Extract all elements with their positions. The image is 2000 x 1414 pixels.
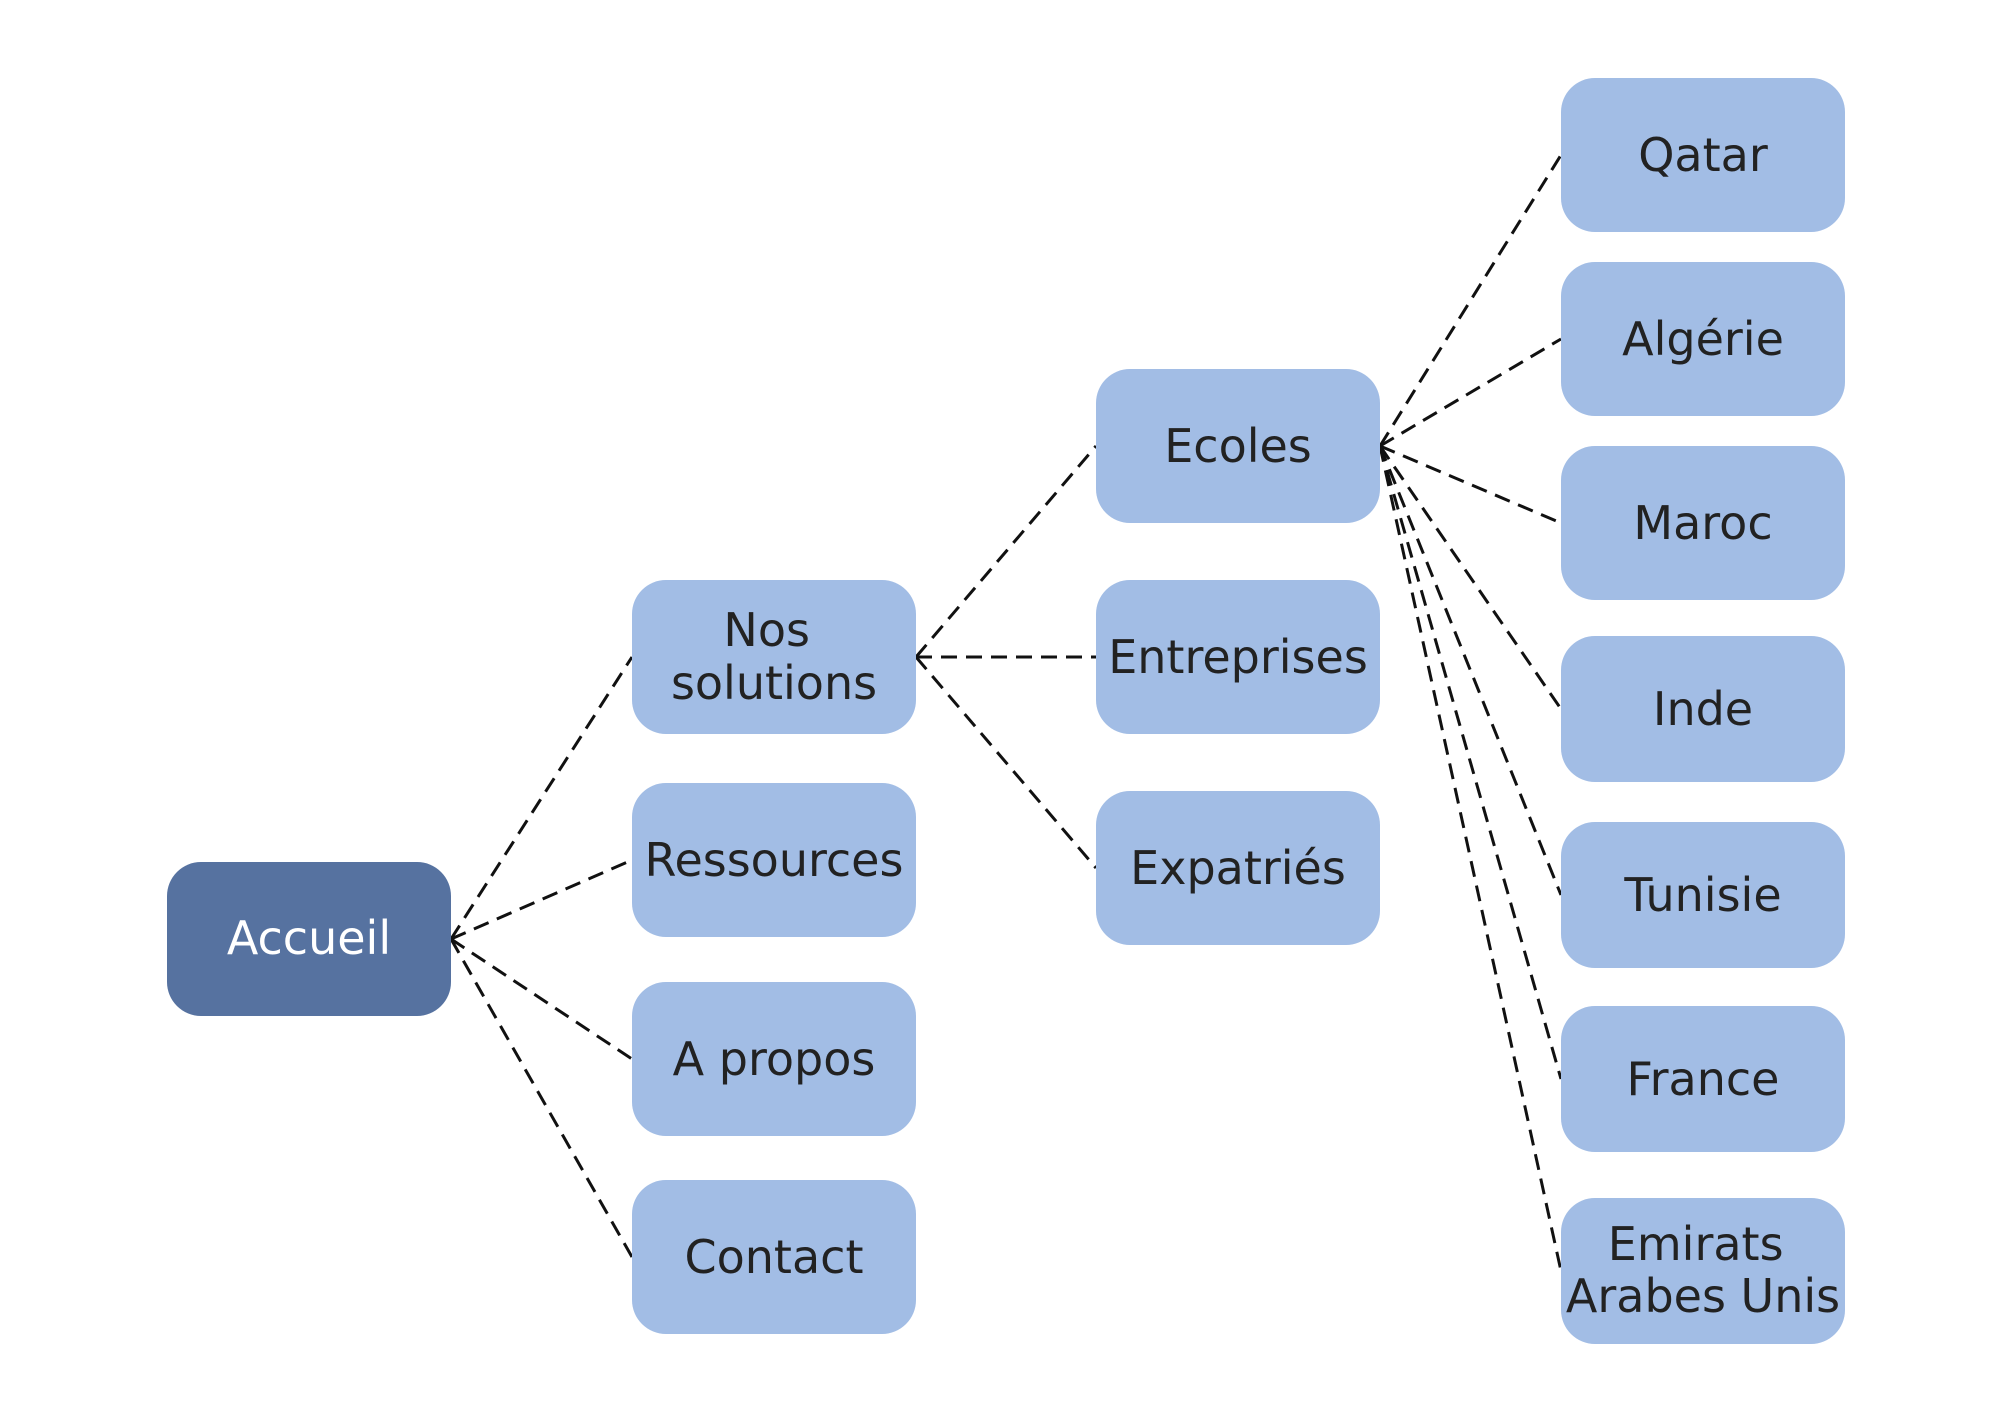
svg-text:Qatar: Qatar [1638, 128, 1768, 182]
node-entreprises-label: Entreprises [1108, 630, 1368, 684]
svg-text:Emirats Arabes Unis: Emirats Arabes Unis [1566, 1217, 1840, 1323]
svg-text:Nos solutions: Nos solutions [671, 603, 877, 710]
connector-ecoles-to-maroc [1379, 444, 1562, 525]
svg-text:Maroc: Maroc [1633, 496, 1772, 550]
node-maroc-label: Maroc [1633, 496, 1772, 550]
node-tunisie-label: Tunisie [1623, 868, 1781, 922]
connector-ecoles-to-inde [1378, 445, 1563, 710]
node-a-propos[interactable]: A propos [632, 982, 916, 1136]
connector-layer [449, 154, 1563, 1272]
node-inde[interactable]: Inde [1561, 636, 1845, 782]
connector-accueil-to-nos_solutions [449, 656, 634, 940]
node-contact-label: Contact [685, 1230, 864, 1284]
node-emirats-label-line-1: Emirats [1608, 1217, 1784, 1271]
node-maroc[interactable]: Maroc [1561, 446, 1845, 600]
node-ressources[interactable]: Ressources [632, 783, 916, 937]
svg-text:A propos: A propos [673, 1032, 876, 1086]
node-expatries-label: Expatriés [1130, 841, 1346, 895]
connector-ecoles-to-algerie [1379, 337, 1562, 448]
node-nos-solutions[interactable]: Nos solutions [632, 580, 916, 734]
node-emirats-label-line-2: Arabes Unis [1566, 1269, 1840, 1323]
node-tunisie[interactable]: Tunisie [1561, 822, 1845, 968]
svg-text:Ecoles: Ecoles [1164, 419, 1312, 473]
node-a-propos-label: A propos [673, 1032, 876, 1086]
connector-ecoles-to-emirats [1378, 445, 1563, 1272]
node-emirats[interactable]: Emirats Arabes Unis [1561, 1198, 1845, 1344]
connector-nos_solutions-to-ecoles [914, 445, 1098, 658]
connector-accueil-to-contact [449, 938, 634, 1258]
node-accueil[interactable]: Accueil [167, 862, 451, 1016]
node-algerie-label: Algérie [1622, 312, 1784, 366]
svg-text:Inde: Inde [1653, 682, 1753, 736]
node-inde-label: Inde [1653, 682, 1753, 736]
node-nos-solutions-label-line-2: solutions [671, 656, 877, 710]
node-expatries[interactable]: Expatriés [1096, 791, 1380, 945]
svg-text:Tunisie: Tunisie [1623, 868, 1781, 922]
svg-text:Accueil: Accueil [227, 911, 391, 965]
node-nos-solutions-label-line-1: Nos [723, 603, 810, 657]
connector-nos_solutions-to-expatries [914, 656, 1098, 869]
connector-ecoles-to-tunisie [1378, 445, 1563, 896]
connector-ecoles-to-france [1378, 445, 1563, 1080]
node-france[interactable]: France [1561, 1006, 1845, 1152]
svg-text:France: France [1627, 1052, 1780, 1106]
svg-text:Expatriés: Expatriés [1130, 841, 1346, 895]
node-entreprises[interactable]: Entreprises [1096, 580, 1380, 734]
node-ecoles[interactable]: Ecoles [1096, 369, 1380, 523]
node-france-label: France [1627, 1052, 1780, 1106]
node-ecoles-label: Ecoles [1164, 419, 1312, 473]
svg-text:Entreprises: Entreprises [1108, 630, 1368, 684]
node-contact[interactable]: Contact [632, 1180, 916, 1334]
node-algerie[interactable]: Algérie [1561, 262, 1845, 416]
node-qatar[interactable]: Qatar [1561, 78, 1845, 232]
connector-ecoles-to-qatar [1378, 154, 1563, 447]
svg-text:Contact: Contact [685, 1230, 864, 1284]
svg-text:Ressources: Ressources [645, 833, 904, 887]
svg-text:Algérie: Algérie [1622, 312, 1784, 366]
node-qatar-label: Qatar [1638, 128, 1768, 182]
connector-accueil-to-ressources [450, 858, 633, 941]
node-ressources-label: Ressources [645, 833, 904, 887]
connector-accueil-to-a_propos [450, 937, 633, 1061]
node-accueil-label: Accueil [227, 911, 391, 965]
